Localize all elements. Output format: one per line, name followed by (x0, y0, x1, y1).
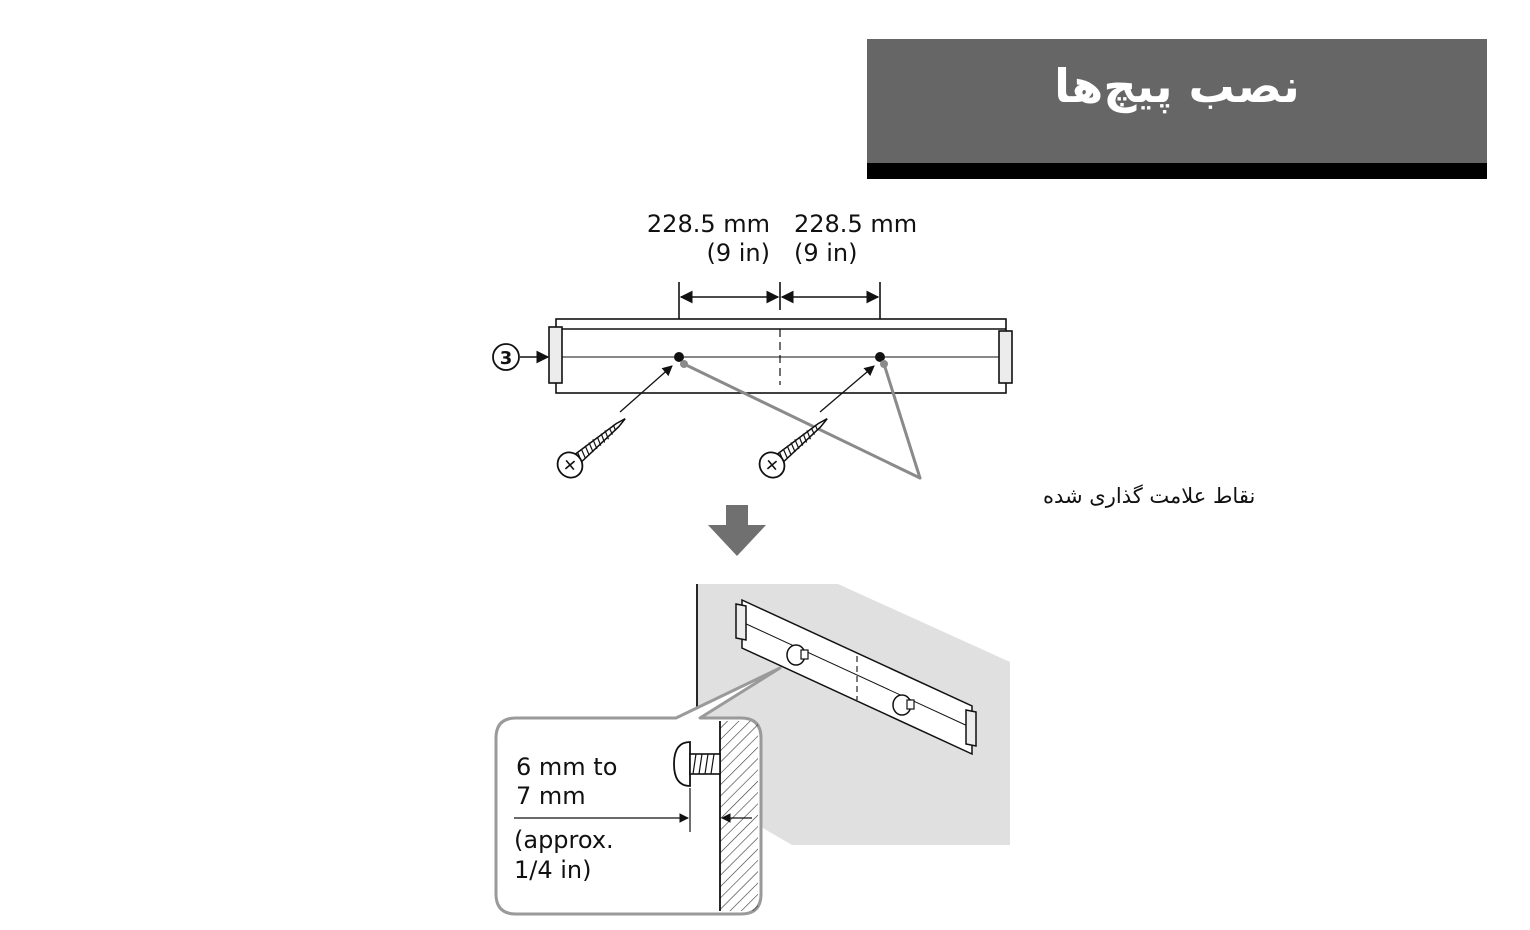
mounted-screw-right (892, 694, 915, 716)
spacing-left-metric: 228.5 mm (647, 210, 770, 238)
title-banner: نصب پیچ‌ها (867, 39, 1487, 179)
bracket-callout: 3 (492, 343, 550, 371)
depth-line1: 6 mm to (516, 753, 617, 781)
spacing-left-imperial: (9 in) (706, 239, 770, 267)
depth-line2: 7 mm (516, 782, 586, 810)
spacing-right-imperial: (9 in) (794, 239, 858, 267)
down-arrow-icon (708, 505, 766, 556)
wall-bracket (548, 318, 1013, 394)
screw-icon (758, 365, 875, 479)
page-title: نصب پیچ‌ها (1054, 59, 1300, 113)
marked-point-right (875, 352, 885, 362)
screw-icon (556, 365, 673, 479)
approx-line1: (approx. (514, 826, 614, 854)
svg-text:3: 3 (500, 348, 513, 369)
mounted-bracket (735, 598, 977, 756)
marked-point-left (674, 352, 684, 362)
mounted-screw-left (786, 644, 809, 666)
marked-points-label: نقاط علامت گذاری شده (1043, 484, 1255, 508)
spacing-right-metric: 228.5 mm (794, 210, 917, 238)
approx-line2: 1/4 in) (514, 856, 592, 884)
marked-points-leaders (682, 362, 922, 480)
detail-callout (494, 666, 782, 916)
